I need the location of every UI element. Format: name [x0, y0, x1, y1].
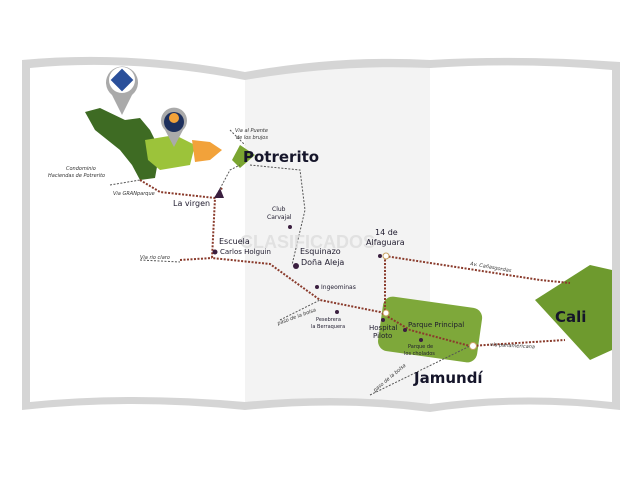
alfaguara-dot — [378, 254, 382, 258]
escuela-dot — [212, 249, 218, 255]
condominio-area — [145, 135, 195, 170]
label-cholados-2: los cholados — [404, 351, 435, 357]
label-ingeominas: Ingeominas — [321, 284, 356, 291]
club-carvajal-dot — [288, 225, 292, 229]
label-escuela-1: Escuela — [219, 237, 250, 246]
label-cholados-1: Parque de — [408, 344, 433, 350]
potrerito-area — [232, 145, 255, 168]
label-esquinazo-1: Esquinazo — [300, 247, 341, 256]
label-via-rio-claro: Via rio claro — [140, 255, 170, 261]
label-pesebrera-2: la Berraquera — [311, 324, 345, 330]
sun-valley-pin[interactable] — [106, 66, 138, 115]
town-cali: Cali — [555, 308, 586, 326]
label-via-puente-1: Via al Puente — [235, 128, 268, 134]
town-potrerito: Potrerito — [243, 148, 319, 166]
label-escuela-2: Carlos Holguin — [220, 248, 271, 256]
label-condominio-1: Condominio — [66, 166, 96, 172]
label-la-virgen: La virgen — [173, 199, 210, 208]
label-parque-principal: Parque Principal — [408, 321, 464, 329]
label-club-2: Carvajal — [267, 214, 292, 221]
condominio-pin[interactable] — [161, 107, 187, 147]
label-alfaguara-2: Alfaguara — [366, 238, 405, 247]
hospital-dot — [381, 318, 385, 322]
sun-valley-area — [85, 108, 160, 180]
label-hospital-2: Piloto — [373, 332, 392, 340]
label-esquinazo-2: Doña Aleja — [301, 258, 344, 267]
label-pesebrera-1: Pesebrera — [316, 317, 341, 323]
cali-area — [535, 265, 612, 360]
orange-area — [192, 140, 222, 162]
ingeominas-dot — [315, 285, 319, 289]
parque-principal-dot — [403, 328, 407, 332]
pesebrera-dot — [335, 310, 339, 314]
label-via-panamericana: via panamericana — [490, 342, 535, 350]
label-alfaguara-1: 14 de — [375, 228, 398, 237]
la-virgen-marker — [214, 188, 224, 198]
cholados-dot — [419, 338, 423, 342]
label-club-1: Club — [272, 206, 286, 213]
dona-aleja-dot — [293, 263, 299, 269]
label-via-granparque: Via GRANparque — [113, 191, 155, 197]
watermark: CLASIFICADOS — [240, 232, 375, 252]
label-condominio-2: Haciendas de Potrerito — [48, 173, 105, 179]
label-hospital-1: Hospital — [369, 324, 398, 332]
label-via-puente-2: de los brujos — [236, 135, 268, 141]
town-jamundi: Jamundí — [413, 369, 483, 387]
jamundi-area — [378, 296, 483, 363]
